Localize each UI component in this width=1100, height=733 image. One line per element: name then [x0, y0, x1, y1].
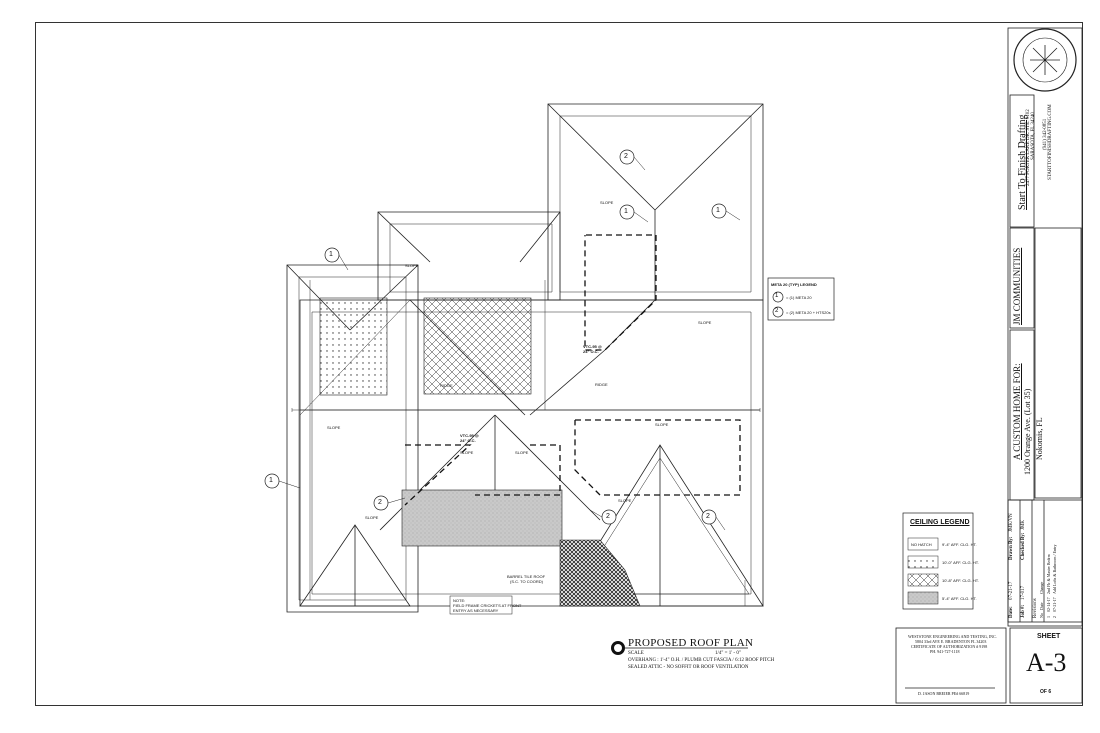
rev-col-no: No — [1039, 613, 1044, 618]
truss-lines — [404, 234, 741, 506]
plan-title: PROPOSED ROOF PLAN — [628, 637, 754, 649]
date-value: 07-21-17 — [1009, 581, 1014, 600]
rev-col-date: Date — [1039, 602, 1044, 610]
company-website: STARTTOFINISHDRAFTING.COM — [1048, 104, 1053, 180]
engineer-name: WESTSTONE ENGINEERING AND TESTING, INC. — [908, 634, 997, 639]
rev-1-no: 1 — [1046, 616, 1051, 618]
ceiling-legend-item: 10'-0" AFF. CLG. HT. — [942, 560, 979, 565]
metal-legend-title: META 20 (TYP) LEGEND — [771, 282, 817, 287]
engineer-phone: PH. 941-727-1118 — [930, 649, 960, 654]
scale-value: 1/4" = 1' - 0" — [715, 651, 741, 656]
slope-label: SLOPE — [365, 515, 379, 520]
drawn-by-value: JMK/VN — [1009, 513, 1014, 532]
sheet-of: OF 6 — [1040, 689, 1052, 695]
legend-circle — [772, 291, 784, 303]
project-heading: A CUSTOM HOME FOR: — [1012, 363, 1022, 460]
rev-1-date: 02-14-17 — [1046, 597, 1051, 612]
checked-by-label: Checked By: — [1021, 532, 1026, 560]
engineer-address: 5804 33rd AVE E. BRADENTON FL 34203 — [915, 639, 987, 644]
scale-label: SCALE — [628, 651, 644, 656]
barrel-tile-roof-area — [559, 539, 641, 607]
callout-1-label: 1 — [716, 207, 720, 214]
metal-legend-item-2: = (2) META 20 + HTS20s — [786, 310, 831, 315]
callout-2-label: 2 — [606, 513, 610, 520]
revisions-heading: Revisions — [1033, 598, 1038, 618]
client-name: JM COMMUNITIES — [1012, 247, 1022, 325]
engineer-certificate: CERTIFICATE OF AUTHORIZATION # 9198 — [911, 644, 988, 649]
ceiling-legend-item: 5'-4" AFF. CLG. HT. — [942, 596, 977, 601]
slope-label: SLOPE — [327, 425, 341, 430]
ceiling-legend-symbol: NO HATCH — [911, 542, 932, 547]
engineer-signature-line: D. JASON BREIER PE# 66819 — [918, 691, 970, 696]
title-block-frame — [895, 27, 1083, 704]
ceiling-legend-item: 9'-4" AFF. CLG. HT. — [942, 542, 977, 547]
note-title: NOTE: — [453, 598, 466, 603]
note-line-1: FIELD FRAME CRICKETS AT FRONT — [453, 603, 522, 608]
date-label: Date: — [1009, 606, 1014, 618]
slope-label: SLOPE — [405, 263, 419, 268]
ridge-label: RIDGE — [440, 383, 453, 388]
slope-label: SLOPE — [600, 200, 614, 205]
callout-1-label: 1 — [624, 208, 628, 215]
legend-circle — [772, 306, 784, 318]
callout-1-label: 1 — [269, 477, 273, 484]
ridge-label: RIDGE — [595, 382, 608, 387]
drawing-sheet — [35, 22, 1083, 706]
ceiling-legend-item: 10'-8" AFF. CLG. HT. — [942, 578, 979, 583]
slope-label: SLOPE — [698, 320, 712, 325]
vtc-spacing-label: 24" O.C. — [460, 438, 476, 443]
attic-note: SEALED ATTIC - NO SOFFIT OR ROOF VENTILA… — [628, 665, 749, 670]
callout-2-label: 2 — [624, 153, 628, 160]
dimension-lines — [291, 280, 761, 606]
job-value: 17-017 — [1021, 585, 1026, 600]
slope-label: SLOPE — [460, 450, 474, 455]
vtc-label: VTC-95 @ — [583, 344, 602, 349]
company-address-2: SARASOTA, FL 34240 — [1031, 112, 1036, 160]
drawn-by-label: Drawn By: — [1009, 536, 1014, 560]
sheet-number: A-3 — [1026, 648, 1067, 677]
rev-2-date: 07-21-17 — [1052, 597, 1057, 612]
legend-callout-1: 1 — [775, 293, 779, 299]
barrel-tile-label-2: (S.C. TO COORD) — [510, 579, 543, 584]
slope-label: SLOPE — [618, 498, 632, 503]
overhang-note: OVERHANG : 1'-4" O.H. / PLUMB CUT FASCIA… — [628, 658, 775, 663]
vtc-spacing-label: 24" O.C. — [583, 349, 599, 354]
barrel-tile-label: BARREL TILE ROOF — [507, 574, 546, 579]
rev-col-change: Change — [1039, 581, 1044, 594]
slope-label: SLOPE — [655, 422, 669, 427]
sheet-label: SHEET — [1037, 633, 1061, 640]
ceiling-hatch-dots — [319, 297, 388, 396]
callout-2-label: 2 — [378, 499, 382, 506]
note-box — [449, 595, 513, 615]
checked-by-value: JMK — [1021, 519, 1026, 530]
callout-leaders — [278, 156, 741, 531]
ceiling-legend-title: CEILING LEGEND — [910, 519, 970, 526]
callout-1-label: 1 — [329, 251, 333, 258]
legend-callout-2: 2 — [775, 308, 779, 314]
ceiling-hatch-cross — [423, 297, 532, 395]
project-city: Nokomis, FL — [1035, 417, 1044, 460]
rev-1-change: 2nd Flr & Master Bedrm — [1046, 554, 1051, 594]
rev-2-no: 2 — [1052, 616, 1057, 618]
vtc-label: VTC-95 @ — [460, 433, 479, 438]
ceiling-hatch-grain — [401, 489, 563, 547]
slope-label: SLOPE — [515, 450, 529, 455]
job-label: Job #: — [1021, 604, 1026, 618]
rev-2-change: Add Lofts & Bathroom / Entry — [1052, 544, 1057, 594]
project-address: 1200 Orange Ave. (Lot 35) — [1023, 388, 1032, 475]
callout-2-label: 2 — [706, 513, 710, 520]
note-line-2: ENTRY AS NECESSARY — [453, 608, 499, 613]
metal-legend-item-1: = (1) META 20 — [786, 295, 812, 300]
